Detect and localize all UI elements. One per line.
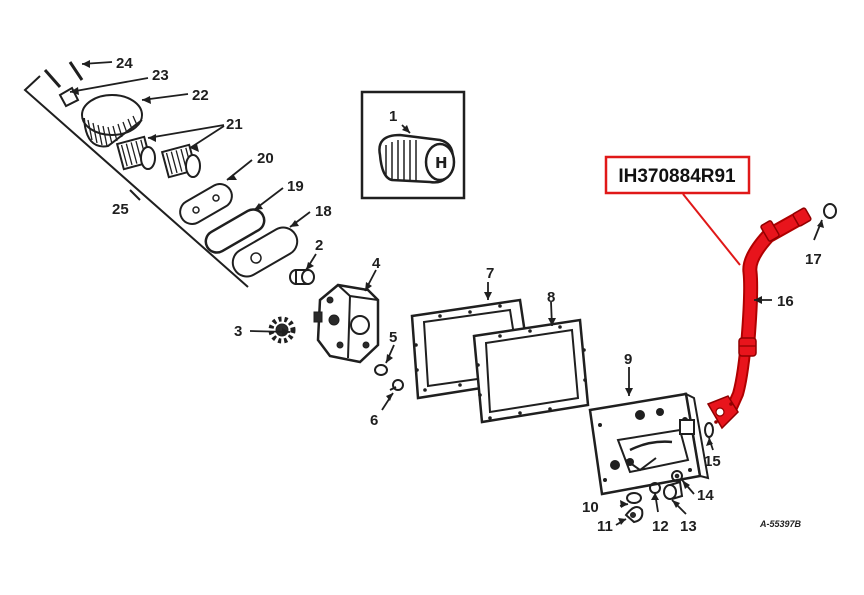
callout-13: 13 [680,518,697,535]
o-ring-17 [823,203,837,219]
cotter-pin-23 [58,86,80,108]
filter-21-right [160,143,201,179]
callout-16: 16 [777,293,794,310]
callout-15: 15 [704,453,721,470]
arrowheads [70,60,824,525]
callout-20: 20 [257,150,274,167]
callout-17: 17 [805,251,822,268]
gasket-19 [204,208,266,254]
o-ring-15 [704,422,714,438]
drawing-reference: A-55397B [759,519,802,529]
callout-9: 9 [624,351,632,368]
callout-8: 8 [547,289,555,306]
filter-element-22 [81,94,143,148]
callout-18: 18 [315,203,332,220]
callout-12: 12 [652,518,669,535]
callout-19: 19 [287,178,304,195]
svg-text:H: H [435,154,448,172]
callout-1: 1 [389,108,397,125]
tube-assembly-16 [706,207,812,430]
part-number-label: IH370884R91 [618,166,736,187]
callout-2: 2 [315,237,323,254]
washer-14 [671,470,683,482]
callout-21: 21 [226,116,243,133]
pin-24 [43,61,84,88]
callout-11: 11 [597,518,613,535]
ring-6 [389,379,404,391]
plug-13 [663,480,684,500]
callout-6: 6 [370,412,378,429]
cover-plate-9 [588,392,710,496]
ring-5 [374,364,388,376]
callout-10: 10 [582,499,599,516]
callout-14: 14 [697,487,714,504]
callout-4: 4 [372,255,381,272]
callout-24: 24 [116,55,133,72]
callout-25: 25 [112,201,129,218]
group-bracket-25 [23,75,249,288]
callout-5: 5 [389,329,397,346]
detail-box-1: H [360,90,466,200]
bushing-2 [289,269,315,285]
callout-22: 22 [192,87,209,104]
plate-8 [472,318,590,424]
callout-numbers: 1 2 3 4 5 6 7 8 9 10 11 12 13 14 15 16 1… [112,55,822,535]
pump-4 [313,283,380,364]
plate-20 [179,183,233,225]
callout-7: 7 [486,265,494,282]
callout-23: 23 [152,67,169,84]
part-number-callout: IH370884R91 [604,155,751,266]
cover-18 [231,226,299,278]
fitting-10 [626,492,642,504]
filter-21-left [115,135,156,171]
callout-3: 3 [234,323,242,340]
fitting-11 [624,505,644,524]
